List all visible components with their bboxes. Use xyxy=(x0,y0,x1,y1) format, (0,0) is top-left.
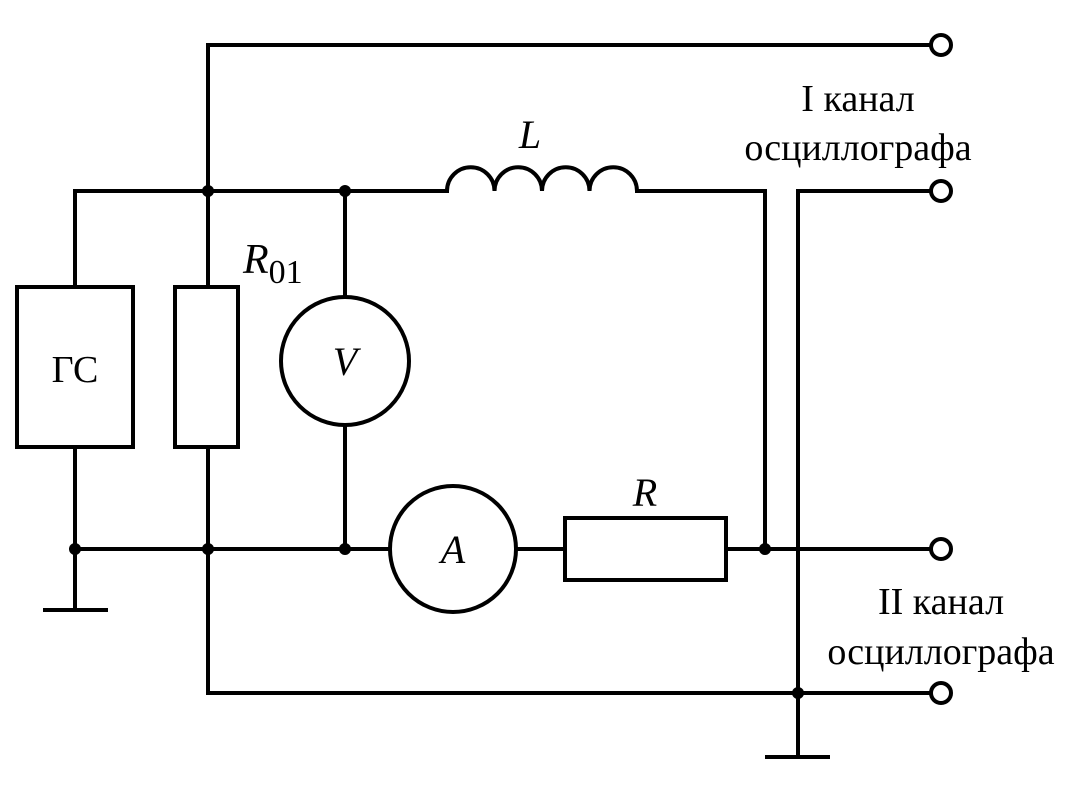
ammeter xyxy=(388,484,518,614)
junction-dot xyxy=(202,543,214,555)
resistor-r-label: R xyxy=(632,470,657,515)
generator-box xyxy=(15,285,135,449)
terminal-channel1-upper[interactable] xyxy=(929,33,953,57)
resistor-r xyxy=(563,516,728,582)
junction-dot xyxy=(69,543,81,555)
resistor-r01 xyxy=(173,285,240,449)
resistor-r01-letter: R xyxy=(242,237,269,283)
channel2-label-line2: осциллографа xyxy=(827,631,1054,673)
terminal-channel1-lower[interactable] xyxy=(929,179,953,203)
junction-dot xyxy=(339,185,351,197)
generator-label: ГС xyxy=(52,349,99,391)
channel2-label-line1: II канал xyxy=(878,581,1004,623)
junction-dot xyxy=(759,543,771,555)
junction-dot xyxy=(202,185,214,197)
ammeter-label: A xyxy=(438,527,466,572)
voltmeter xyxy=(279,295,411,427)
resistor-r01-subscript: 01 xyxy=(269,254,303,291)
terminal-channel2-upper[interactable] xyxy=(929,537,953,561)
junction-dot xyxy=(339,543,351,555)
junction-dot xyxy=(792,687,804,699)
channel1-label-line1: I канал xyxy=(801,78,914,120)
inductor-label: L xyxy=(518,112,541,157)
inductor xyxy=(444,165,640,194)
channel1-label-line2: осциллографа xyxy=(744,127,971,169)
voltmeter-label: V xyxy=(333,339,362,384)
resistor-r01-label: R01 xyxy=(242,237,303,291)
terminal-channel2-lower[interactable] xyxy=(929,681,953,705)
